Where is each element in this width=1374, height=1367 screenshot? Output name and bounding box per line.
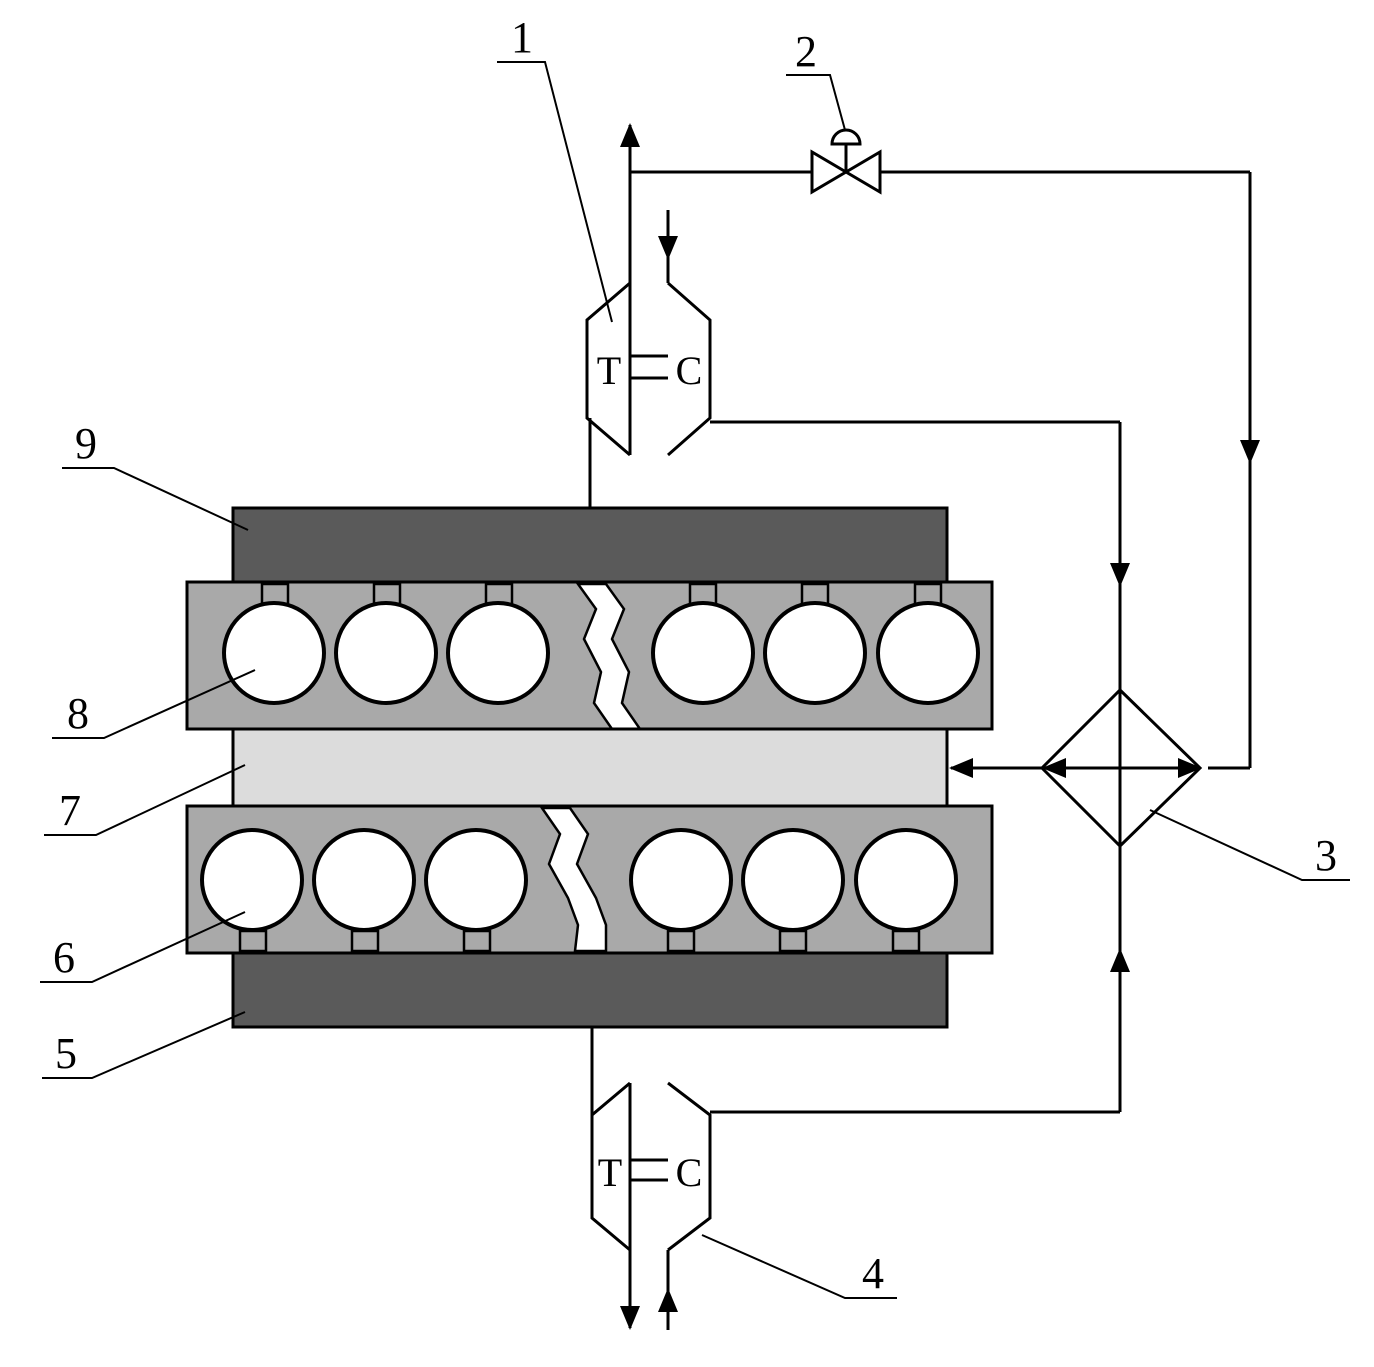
leader-6: [40, 911, 246, 983]
leader-2: [786, 74, 846, 131]
bottom-turbine-housing: [590, 1081, 631, 1252]
bottom-cylinder: [200, 828, 304, 932]
bottom-cylinder: [424, 828, 528, 932]
leader-5: [42, 1011, 246, 1079]
top-port: [372, 582, 402, 606]
label-5: 5: [55, 1029, 77, 1078]
label-6: 6: [53, 933, 75, 982]
label-8: 8: [67, 689, 89, 738]
top-turbine-housing: [585, 281, 631, 457]
label-2: 2: [795, 27, 817, 76]
bottom-break-line: [539, 806, 608, 953]
bottom-port: [350, 929, 380, 953]
bottom-cylinder: [629, 828, 733, 932]
leader-8: [52, 669, 256, 739]
bottom-compressor-label: C: [676, 1150, 703, 1195]
bottom-port: [778, 929, 808, 953]
leader-9: [62, 467, 249, 531]
bypass-valve: [810, 128, 882, 195]
top-port: [484, 582, 514, 606]
top-port: [260, 582, 290, 606]
bottom-cylinder: [741, 828, 845, 932]
bottom-port: [462, 929, 492, 953]
leader-3: [1149, 809, 1350, 881]
label-9: 9: [75, 419, 97, 468]
top-cylinder: [876, 601, 980, 705]
top-compressor-housing: [667, 281, 712, 457]
leader-1: [497, 61, 613, 323]
top-compressor-label: C: [676, 348, 703, 393]
bottom-port: [666, 929, 696, 953]
top-turbine-label: T: [597, 348, 621, 393]
label-7: 7: [59, 786, 81, 835]
top-cylinder: [763, 601, 867, 705]
bottom-plate: [231, 951, 949, 1029]
bottom-port: [891, 929, 921, 953]
label-1: 1: [511, 13, 533, 62]
bottom-compressor-housing: [667, 1081, 712, 1252]
top-turbocharger: T C: [585, 281, 712, 457]
top-plate: [231, 506, 949, 584]
bottom-cylinder: [312, 828, 416, 932]
bottom-turbine-label: T: [598, 1150, 622, 1195]
top-cylinder: [334, 601, 438, 705]
leader-7: [44, 764, 246, 836]
top-cylinder: [446, 601, 550, 705]
bottom-cylinder: [854, 828, 958, 932]
top-cylinder: [651, 601, 755, 705]
leader-4: [701, 1234, 897, 1299]
top-cylinder: [222, 601, 326, 705]
bottom-port: [238, 929, 268, 953]
bottom-turbocharger: T C: [590, 1081, 712, 1252]
label-4: 4: [862, 1249, 884, 1298]
middle-channel: [231, 727, 949, 808]
label-3: 3: [1315, 831, 1337, 880]
